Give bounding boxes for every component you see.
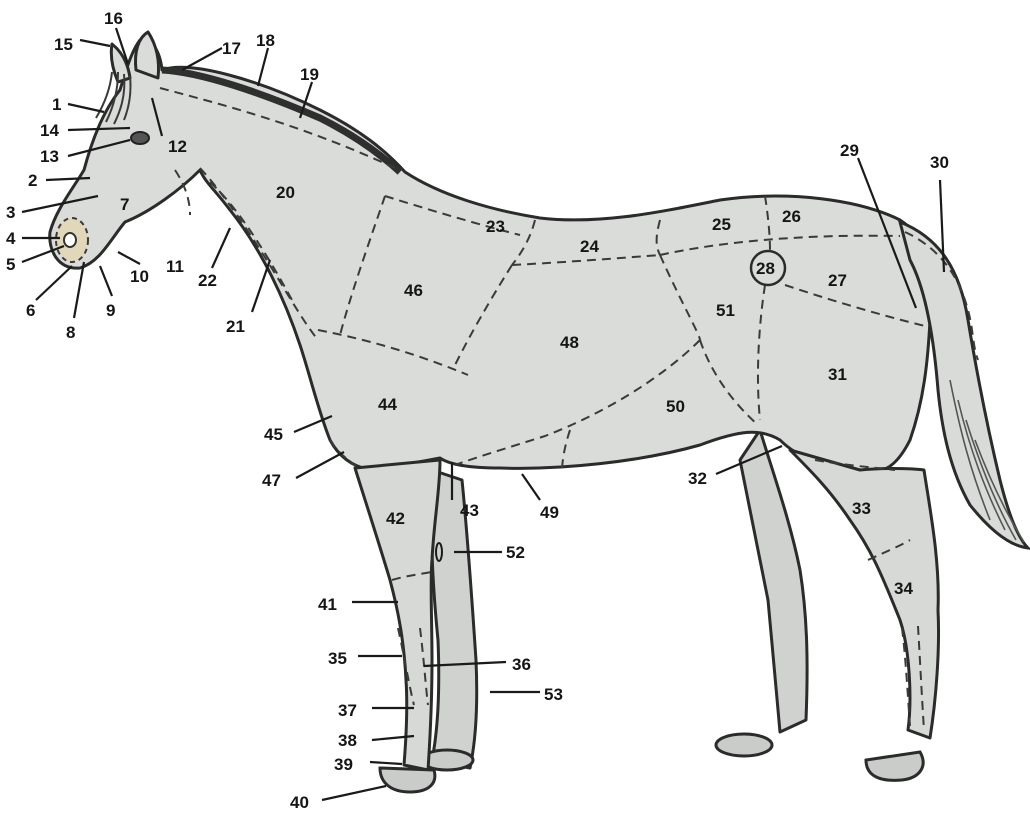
label-43: 43 [460,501,479,520]
near-fore-hoof [380,768,435,792]
label-31: 31 [828,365,847,384]
label-20: 20 [276,183,295,202]
nostril-icon [64,233,76,247]
far-hindleg [740,430,807,732]
label-12: 12 [168,137,187,156]
label-7: 7 [120,195,129,214]
label-38: 38 [338,731,357,750]
label-5: 5 [6,255,15,274]
label-4: 4 [6,229,16,248]
label-3: 3 [6,203,15,222]
label-18: 18 [256,31,275,50]
label-28: 28 [756,259,775,278]
far-hind-hoof [716,734,772,756]
label-26: 26 [782,207,801,226]
ear-right [136,32,159,78]
label-19: 19 [300,65,319,84]
label-39: 39 [334,755,353,774]
label-52: 52 [506,543,525,562]
label-36: 36 [512,655,531,674]
near-hind-hoof [866,752,923,780]
near-hindleg [790,450,939,738]
label-50: 50 [666,397,685,416]
label-45: 45 [264,425,283,444]
label-21: 21 [226,317,245,336]
label-51: 51 [716,301,735,320]
label-34: 34 [894,579,913,598]
label-42: 42 [386,509,405,528]
label-35: 35 [328,649,347,668]
label-24: 24 [580,237,599,256]
label-9: 9 [106,301,115,320]
label-14: 14 [40,121,59,140]
label-47: 47 [262,471,281,490]
label-29: 29 [840,141,859,160]
label-22: 22 [198,271,217,290]
label-37: 37 [338,701,357,720]
label-13: 13 [40,147,59,166]
label-10: 10 [130,267,149,286]
eye-icon [131,132,149,144]
label-6: 6 [26,301,35,320]
label-46: 46 [404,281,423,300]
label-8: 8 [66,323,75,342]
label-27: 27 [828,271,847,290]
label-16: 16 [104,9,123,28]
label-23: 23 [486,217,505,236]
label-30: 30 [930,153,949,172]
label-25: 25 [712,215,731,234]
label-40: 40 [290,793,309,812]
horse-body-outline [50,39,932,471]
label-48: 48 [560,333,579,352]
label-33: 33 [852,499,871,518]
label-32: 32 [688,469,707,488]
label-44: 44 [378,395,397,414]
label-17: 17 [222,39,241,58]
near-foreleg [355,460,440,770]
label-41: 41 [318,595,337,614]
label-53: 53 [544,685,563,704]
label-49: 49 [540,503,559,522]
label-1: 1 [52,95,61,114]
label-11: 11 [166,257,184,276]
label-2: 2 [28,171,37,190]
label-15: 15 [54,35,73,54]
